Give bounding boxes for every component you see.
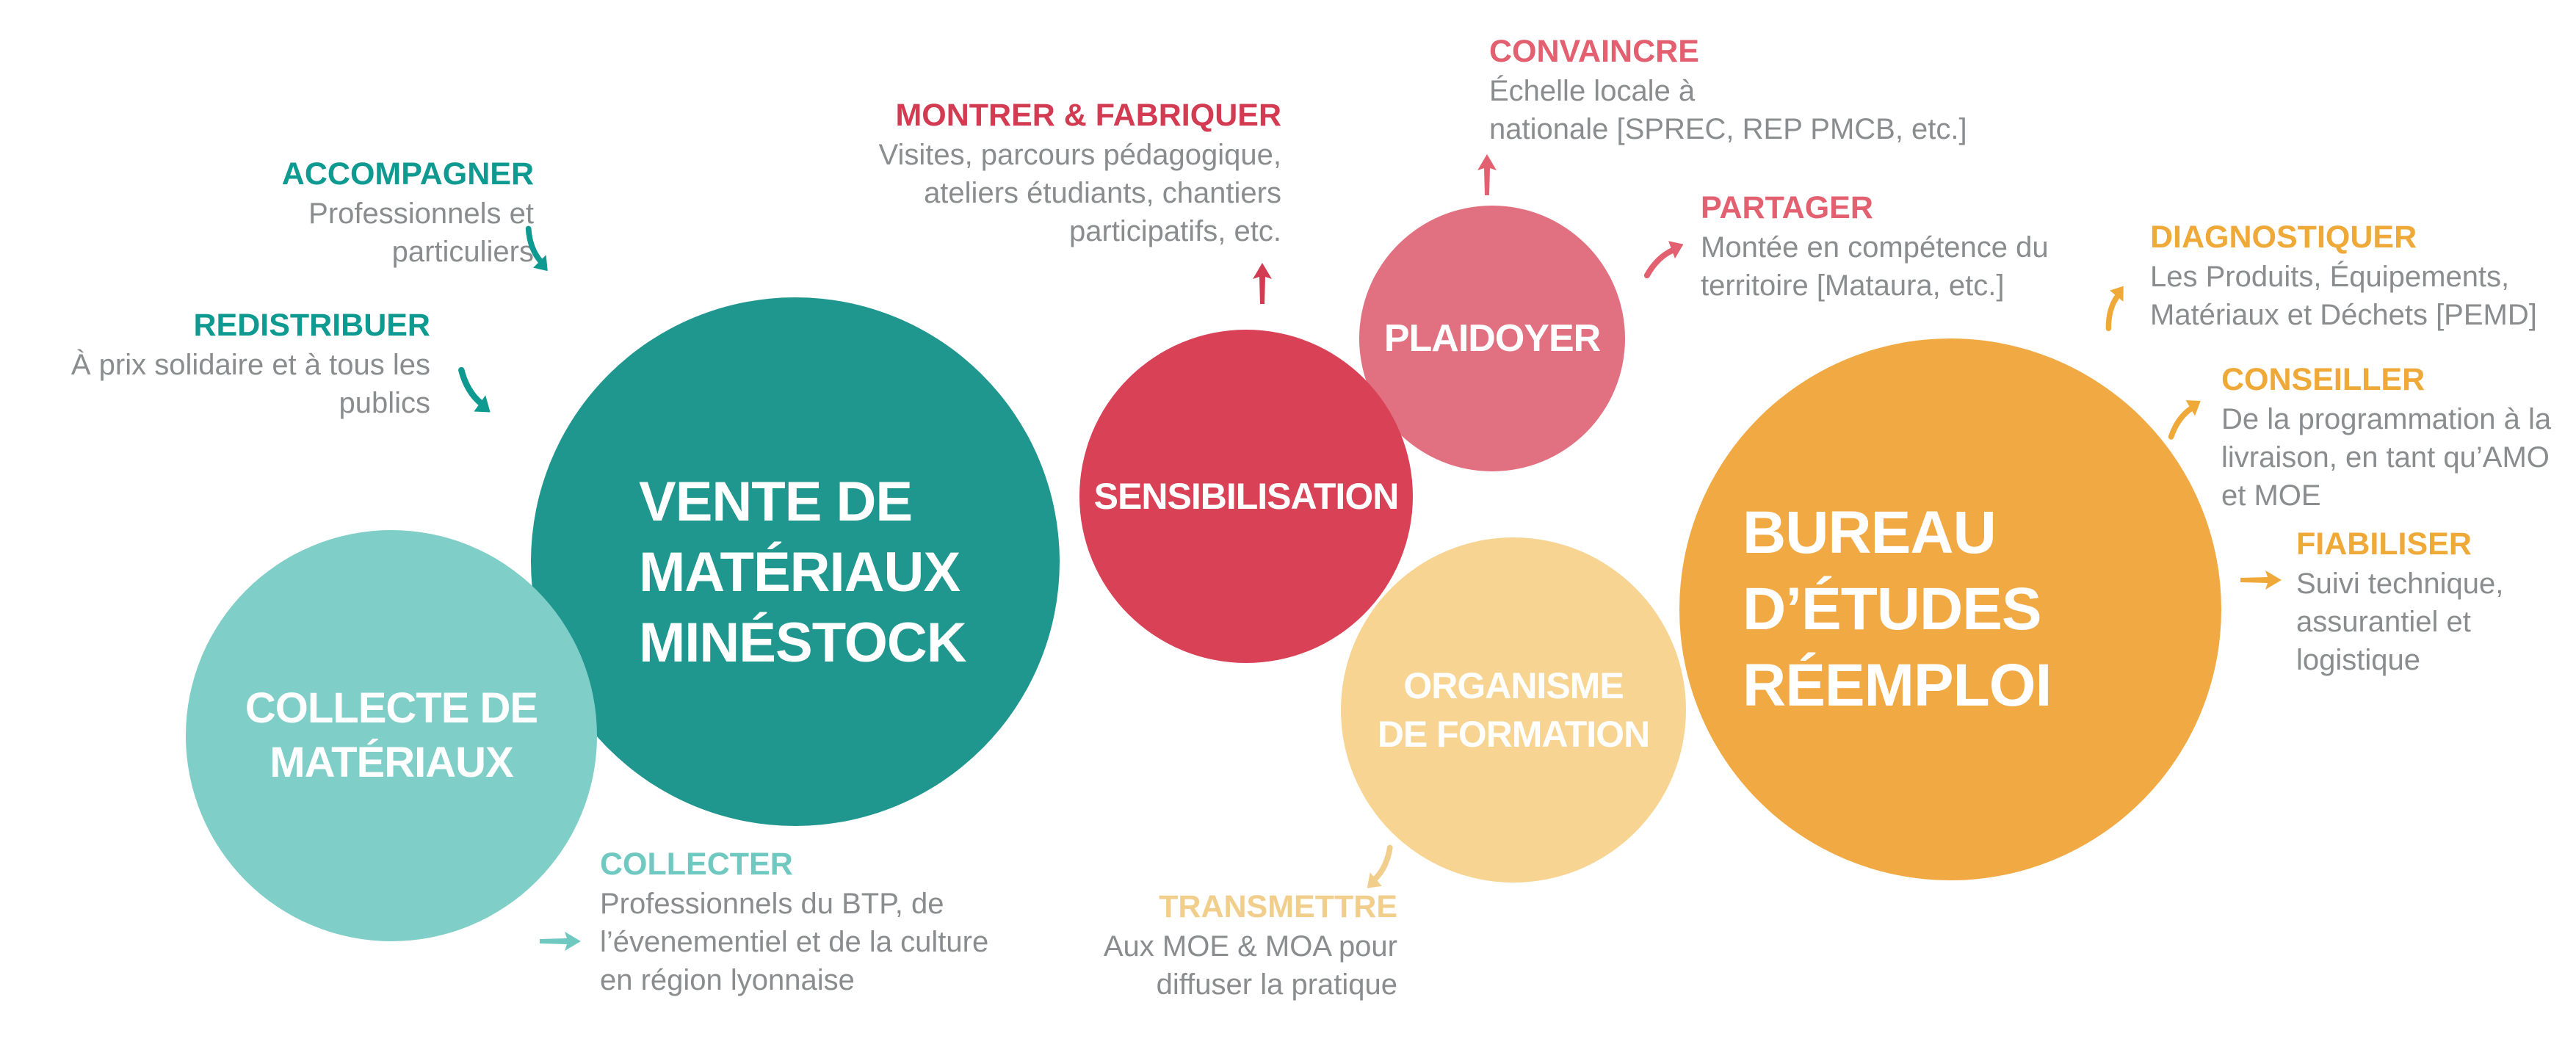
annotation-collecter-line3: en région lyonnaise [600, 964, 855, 996]
circle-bureau-label-line3: RÉEMPLOI [1743, 652, 2052, 719]
annotation-redistribuer-line1: À prix solidaire et à tous les [70, 349, 430, 381]
annotation-convaincre-line1: Échelle locale à [1489, 75, 1696, 107]
annotation-redistribuer-title: REDISTRIBUER [193, 308, 430, 343]
annotation-montrer-line3: participatifs, etc. [1068, 215, 1281, 247]
accompagner-arrow-icon [525, 225, 548, 272]
annotation-transmettre: TRANSMETTRE Aux MOE & MOA pour diffuser … [1104, 888, 1397, 1004]
circle-sensibilisation-label: SENSIBILISATION [1093, 476, 1400, 517]
annotation-diagnostiquer: DIAGNOSTIQUER Les Produits, Équipements,… [2150, 219, 2537, 334]
annotation-transmettre-line1: Aux MOE & MOA pour [1103, 930, 1397, 963]
annotation-convaincre: CONVAINCRE Échelle locale à nationale [S… [1489, 33, 1967, 148]
annotation-fiabiliser-line2: assurantiel et [2296, 606, 2471, 638]
circle-sensibilisation: SENSIBILISATION [1079, 330, 1413, 663]
annotation-transmettre-line2: diffuser la pratique [1156, 968, 1397, 1001]
fiabiliser-arrow-icon [2240, 570, 2282, 590]
redistribuer-arrow-icon [458, 366, 491, 413]
annotation-partager-line2: territoire [Mataura, etc.] [1701, 269, 2005, 302]
circle-plaidoyer-label: PLAIDOYER [1383, 317, 1601, 360]
annotation-fiabiliser-line3: logistique [2296, 644, 2421, 676]
annotation-collecter-title: COLLECTER [600, 847, 793, 882]
annotation-fiabiliser: FIABILISER Suivi technique, assurantiel … [2296, 526, 2503, 679]
annotation-montrer-title: MONTRER & FABRIQUER [895, 98, 1281, 133]
annotation-convaincre-title: CONVAINCRE [1489, 34, 1699, 69]
annotation-diagnostiquer-title: DIAGNOSTIQUER [2150, 220, 2417, 255]
annotation-redistribuer: REDISTRIBUER À prix solidaire et à tous … [71, 307, 430, 422]
montrer-arrow-icon [1253, 263, 1272, 304]
convaincre-arrow-icon [1477, 154, 1497, 195]
annotation-fiabiliser-title: FIABILISER [2296, 526, 2472, 562]
collecter-arrow-icon [540, 932, 581, 951]
annotation-partager-title: PARTAGER [1701, 190, 1873, 225]
partager-arrow-icon [1643, 241, 1684, 279]
conseiller-arrow-icon [2168, 400, 2201, 440]
circle-bureau-label-line2: D’ÉTUDES [1743, 576, 2042, 642]
circle-organisme-label-line1: ORGANISME [1403, 665, 1624, 706]
annotation-accompagner: ACCOMPAGNER Professionnels et particulie… [282, 156, 534, 271]
annotation-redistribuer-line2: publics [339, 387, 430, 419]
annotation-montrer-fabriquer: MONTRER & FABRIQUER Visites, parcours pé… [878, 97, 1281, 250]
annotation-partager-line1: Montée en compétence du [1701, 231, 2049, 264]
circle-organisme-label-line2: DE FORMATION [1377, 714, 1650, 755]
transmettre-arrow-icon [1367, 844, 1393, 888]
annotation-montrer-line2: ateliers étudiants, chantiers [924, 177, 1281, 209]
circle-collecte-materiaux: COLLECTE DE MATÉRIAUX [186, 530, 597, 941]
annotation-montrer-line1: Visites, parcours pédagogique, [878, 139, 1281, 171]
circle-collecte-label-line2: MATÉRIAUX [269, 739, 513, 786]
circle-collecte-label-line1: COLLECTE DE [245, 684, 538, 732]
circle-vente-label-line3: MINÉSTOCK [639, 612, 967, 674]
circle-plaidoyer: PLAIDOYER [1359, 206, 1625, 471]
annotation-convaincre-line2: nationale [SPREC, REP PMCB, etc.] [1489, 113, 1967, 145]
diagnostiquer-arrow-icon [2105, 286, 2124, 332]
annotation-conseiller-line1: De la programmation à la [2221, 403, 2552, 435]
annotation-collecter-line2: l’évenementiel et de la culture [600, 926, 989, 958]
annotation-diagnostiquer-line2: Matériaux et Déchets [PEMD] [2150, 299, 2537, 331]
annotation-collecter: COLLECTER Professionnels du BTP, de l’év… [600, 846, 988, 999]
annotation-conseiller: CONSEILLER De la programmation à la livr… [2221, 361, 2551, 515]
annotation-conseiller-line3: et MOE [2221, 479, 2321, 512]
annotation-collecter-line1: Professionnels du BTP, de [600, 888, 944, 920]
circle-vente-materiaux-minestock: VENTE DE MATÉRIAUX MINÉSTOCK [531, 297, 1060, 826]
annotation-accompagner-line1: Professionnels et [308, 198, 534, 230]
circle-bureau-etudes-reemploi: BUREAU D’ÉTUDES RÉEMPLOI [1679, 338, 2221, 880]
circle-vente-label-line2: MATÉRIAUX [639, 541, 960, 604]
annotation-accompagner-line2: particuliers [391, 236, 534, 268]
annotation-transmettre-title: TRANSMETTRE [1159, 889, 1397, 924]
annotation-diagnostiquer-line1: Les Produits, Équipements, [2150, 261, 2510, 293]
annotation-partager: PARTAGER Montée en compétence du territo… [1701, 189, 2049, 305]
circle-bureau-label-line1: BUREAU [1743, 499, 1997, 566]
annotation-fiabiliser-line1: Suivi technique, [2296, 568, 2504, 600]
annotation-accompagner-title: ACCOMPAGNER [281, 156, 534, 192]
circle-vente-label-line1: VENTE DE [639, 471, 913, 533]
circle-organisme-de-formation: ORGANISME DE FORMATION [1341, 537, 1686, 883]
annotation-conseiller-line2: livraison, en tant qu’AMO [2221, 441, 2550, 474]
annotation-conseiller-title: CONSEILLER [2221, 362, 2425, 397]
